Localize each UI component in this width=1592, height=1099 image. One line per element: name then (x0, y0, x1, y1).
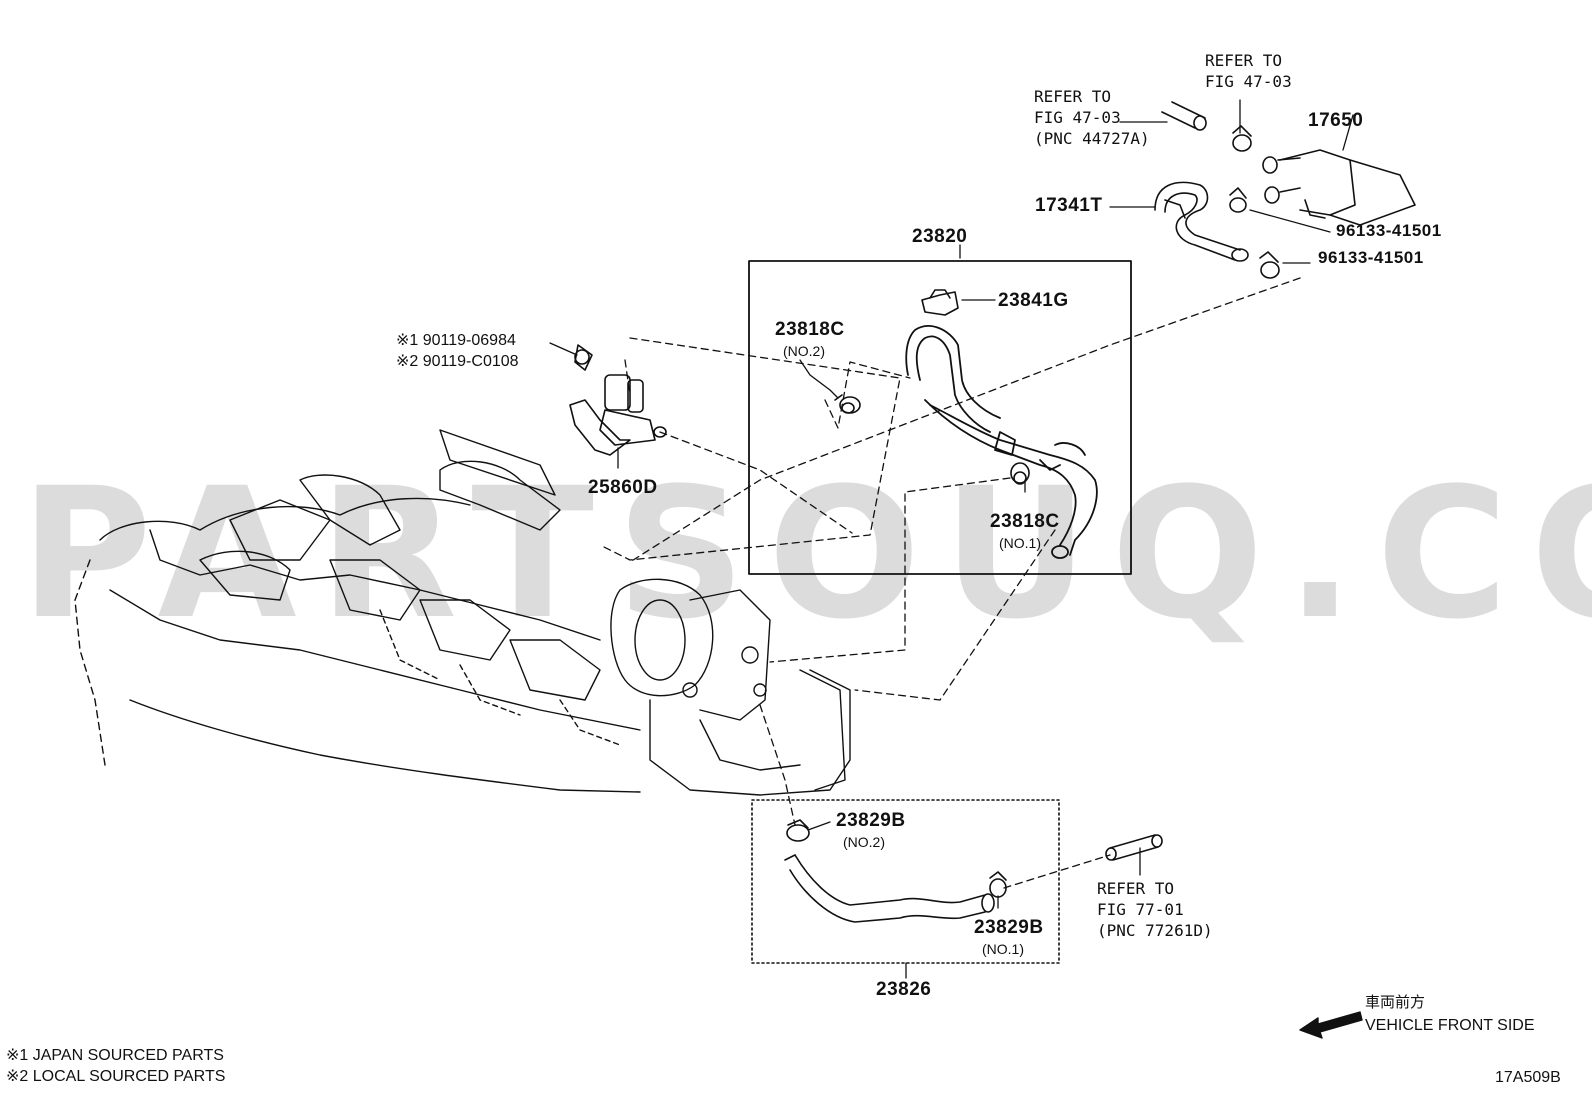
callout-96133-41501-a[interactable]: 96133-41501 (1336, 221, 1442, 240)
direction-label-jp: 車両前方 (1365, 994, 1426, 1011)
callout-23820[interactable]: 23820 (912, 226, 968, 247)
callout-23818C-no2[interactable]: 23818C (775, 319, 845, 340)
hose-23826 (784, 854, 995, 923)
clamp-23818C-no2 (834, 394, 861, 414)
leader-lines (549, 99, 1354, 979)
clamp-96133-lower (1259, 251, 1280, 279)
hose-17341T (1154, 181, 1249, 262)
callout-23818C-no1-sub: (NO.1) (999, 535, 1041, 551)
front-arrow-icon (1299, 1011, 1363, 1039)
dashed-connections (599, 277, 1301, 889)
refer-to-fig-47-03-top[interactable]: REFER TO FIG 47-03 (1205, 51, 1292, 91)
direction-label-en: VEHICLE FRONT SIDE (1365, 1017, 1535, 1034)
callout-23829B-no1-sub: (NO.1) (982, 941, 1024, 957)
callout-25860D[interactable]: 25860D (588, 477, 658, 498)
callout-23829B-no2[interactable]: 23829B (836, 810, 906, 831)
vsv-valve-25860D (569, 344, 667, 456)
callout-23826[interactable]: 23826 (876, 979, 932, 1000)
callout-17341T[interactable]: 17341T (1035, 195, 1103, 216)
pipe-stub-bottom (1105, 834, 1163, 861)
callout-17650[interactable]: 17650 (1308, 110, 1364, 131)
figure-id: 17A509B (1495, 1069, 1561, 1086)
callout-23818C-no1[interactable]: 23818C (990, 511, 1060, 532)
clamp-top-ref (1232, 125, 1252, 152)
pipe-stub-top (1161, 101, 1207, 131)
bolt-callout-local[interactable]: ※2 90119-C0108 (396, 353, 519, 370)
valve-17650 (1262, 149, 1416, 226)
callout-23841G[interactable]: 23841G (998, 290, 1069, 311)
callout-23818C-no2-sub: (NO.2) (783, 343, 825, 359)
clamp-23829B-no1 (989, 871, 1007, 898)
hose-23820 (905, 325, 1098, 559)
watermark: PARTSOUQ.COM (20, 450, 1592, 659)
footnote-local-sourced: ※2 LOCAL SOURCED PARTS (6, 1068, 226, 1085)
footnote-japan-sourced: ※1 JAPAN SOURCED PARTS (6, 1047, 224, 1064)
clip-23841G (921, 289, 959, 316)
callout-23829B-no1[interactable]: 23829B (974, 917, 1044, 938)
clamp-96133-upper (1229, 187, 1247, 213)
refer-to-fig-47-03-left[interactable]: REFER TO FIG 47-03 (PNC 44727A) (1034, 87, 1150, 148)
callout-23829B-no2-sub: (NO.2) (843, 834, 885, 850)
bolt-callout-japan[interactable]: ※1 90119-06984 (396, 332, 516, 349)
callout-96133-41501-b[interactable]: 96133-41501 (1318, 248, 1424, 267)
clamp-23829B-no2 (786, 819, 810, 842)
refer-to-fig-77-01[interactable]: REFER TO FIG 77-01 (PNC 77261D) (1097, 879, 1213, 940)
clamp-23818C-no1 (1010, 462, 1030, 485)
engine-outline (74, 429, 851, 796)
assembly-box-23820 (748, 260, 1132, 575)
